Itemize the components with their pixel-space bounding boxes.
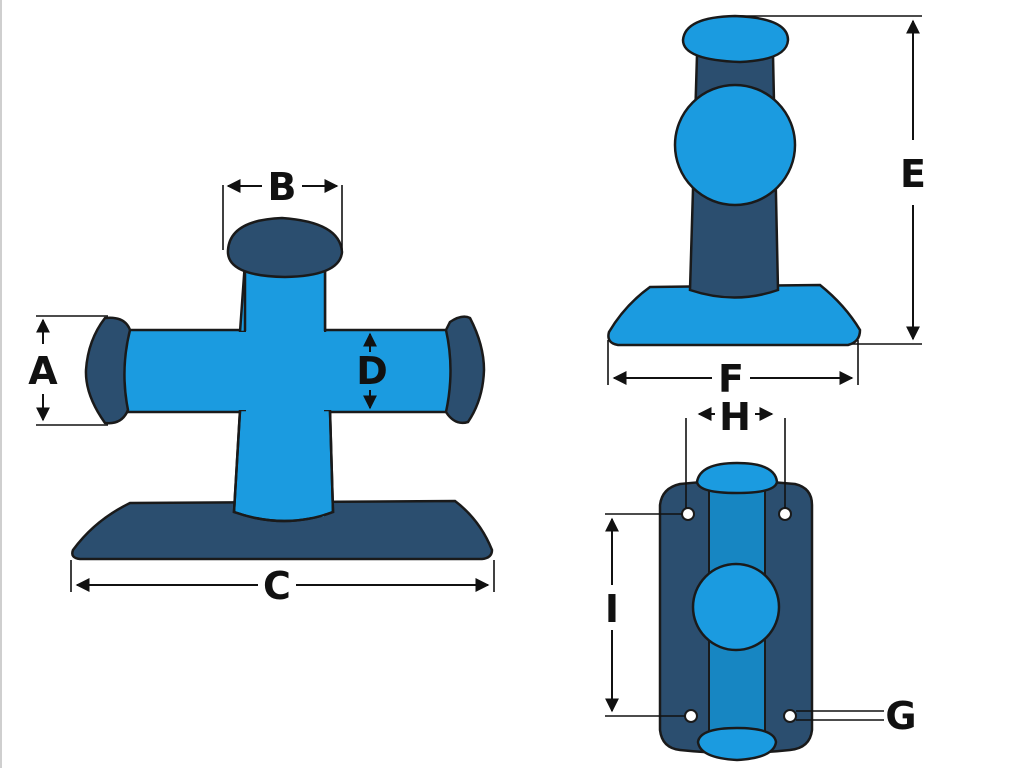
front-left-cap [84, 316, 132, 425]
dim-label-a: A [28, 349, 58, 393]
dim-label-h: H [719, 395, 751, 439]
dim-label-g: G [885, 694, 916, 738]
dim-label-i: I [605, 587, 619, 631]
front-view: A B C D [28, 165, 495, 608]
dim-label-b: B [268, 165, 297, 209]
bolt-hole-bottom-right [783, 709, 797, 723]
side-top-cap [681, 14, 790, 64]
front-arm-fill [122, 332, 446, 410]
top-end-cap-lower [696, 726, 778, 762]
side-base-plate [607, 283, 862, 347]
dim-label-f: F [718, 357, 744, 401]
dim-label-d: D [356, 349, 388, 393]
front-right-cap [444, 315, 486, 425]
front-top-cap [226, 216, 344, 279]
bolt-hole-bottom-left [684, 709, 698, 723]
top-view: H I G [605, 395, 917, 762]
bolt-hole-top-right [778, 507, 792, 521]
top-horn-sphere [691, 562, 781, 652]
side-view: E F [607, 14, 926, 401]
top-end-cap-upper [695, 461, 779, 495]
bolt-hole-top-left [681, 507, 695, 521]
front-stem-lower-edges [232, 410, 335, 523]
side-horn-sphere [673, 83, 797, 207]
front-base-plate [71, 499, 494, 561]
dim-label-c: C [263, 564, 291, 608]
dim-label-e: E [900, 152, 926, 196]
